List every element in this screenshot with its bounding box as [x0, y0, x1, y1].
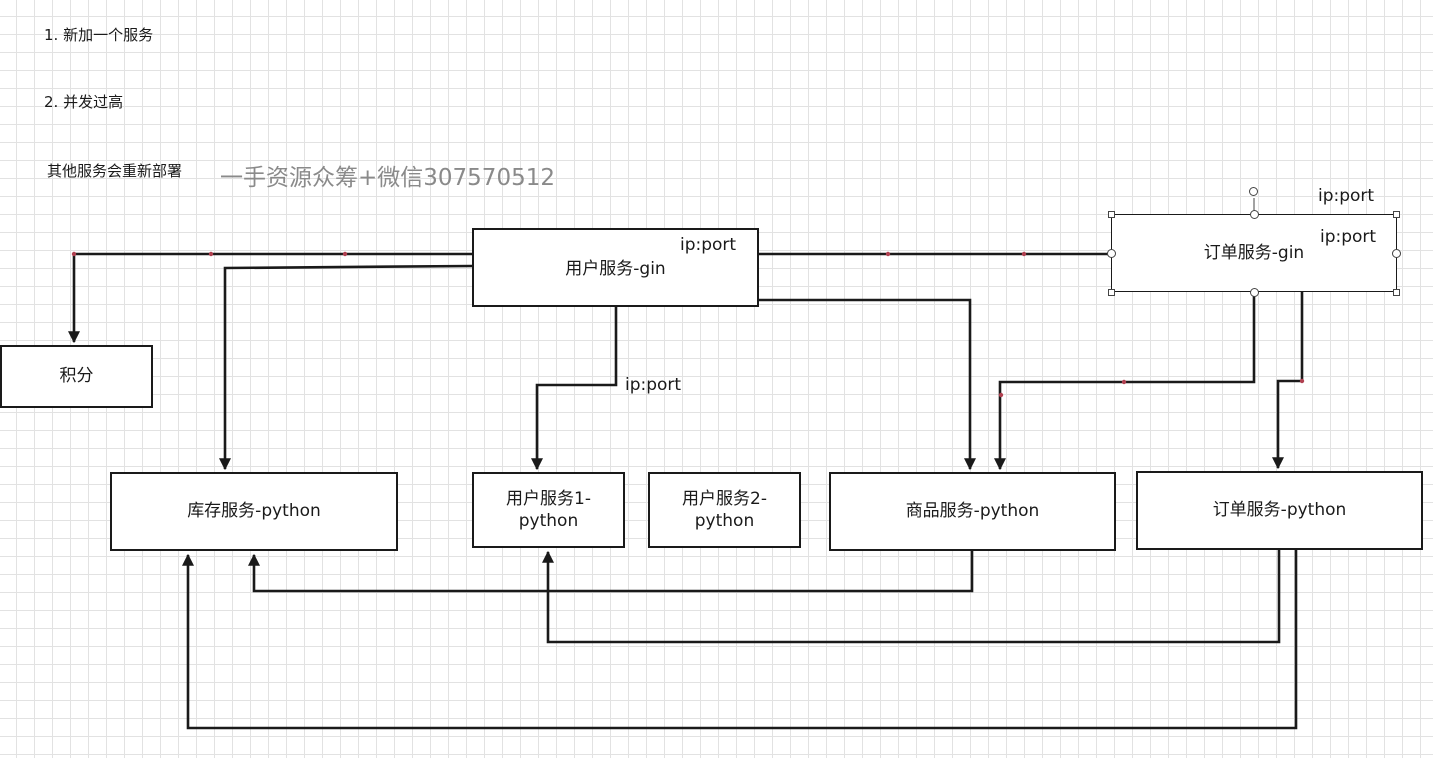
resize-handle-ne[interactable]	[1393, 211, 1400, 218]
edge-order-python-to-user1[interactable]	[542, 550, 1281, 644]
node-label: 商品服务-python	[905, 501, 1040, 522]
node-label: 库存服务-python	[187, 501, 321, 522]
node-label: 用户服务-gin	[565, 259, 666, 280]
node-label: 积分	[59, 366, 94, 387]
edge-label-ipport[interactable]: ip:port	[1318, 186, 1375, 206]
node-label: 用户服务2-python	[682, 488, 767, 531]
note-high-concurrency[interactable]: 2. 并发过高	[44, 93, 124, 111]
node-inventory-python[interactable]: 库存服务-python	[110, 472, 398, 551]
connect-handle-left[interactable]	[1107, 249, 1116, 258]
waypoint-dot	[998, 392, 1004, 398]
waypoint-dot	[71, 251, 77, 257]
node-points[interactable]: 积分	[0, 345, 153, 408]
waypoint-dot	[1299, 378, 1305, 384]
node-user2-python[interactable]: 用户服务2-python	[648, 472, 801, 548]
edge-user-gin-to-inventory[interactable]	[219, 264, 473, 471]
edge-order-gin-to-order-python[interactable]	[1272, 292, 1304, 470]
node-label: 订单服务-gin	[1203, 242, 1305, 263]
node-label: 用户服务1-python	[506, 488, 591, 531]
node-goods-python[interactable]: 商品服务-python	[829, 472, 1116, 551]
node-label: 订单服务-python	[1212, 500, 1347, 521]
connect-handle-top[interactable]	[1250, 210, 1259, 219]
resize-handle-nw[interactable]	[1108, 211, 1115, 218]
note-new-service[interactable]: 1. 新加一个服务	[44, 26, 154, 44]
resize-handle-sw[interactable]	[1108, 289, 1115, 296]
edge-user-gin-to-user1[interactable]	[531, 306, 618, 471]
rotate-handle[interactable]	[1249, 187, 1258, 196]
waypoint-dot	[1021, 251, 1027, 257]
watermark-text: 一手资源众筹+微信307570512	[220, 165, 555, 191]
edge-goods-to-inventory[interactable]	[248, 550, 974, 593]
connect-handle-bottom[interactable]	[1250, 288, 1259, 297]
edge-order-python-to-inventory[interactable]	[182, 550, 1298, 730]
waypoint-dot	[342, 251, 348, 257]
edge-user-gin-to-goods[interactable]	[758, 298, 976, 471]
node-user1-python[interactable]: 用户服务1-python	[472, 472, 625, 548]
node-user-service-gin[interactable]: 用户服务-gin	[472, 228, 759, 307]
node-order-python[interactable]: 订单服务-python	[1136, 471, 1423, 550]
waypoint-dot	[885, 251, 891, 257]
node-order-service-gin[interactable]: 订单服务-gin	[1111, 214, 1397, 292]
edge-label-ipport[interactable]: ip:port	[680, 235, 737, 255]
resize-handle-se[interactable]	[1393, 289, 1400, 296]
edge-order-gin-to-goods[interactable]	[994, 292, 1256, 471]
edge-label-ipport[interactable]: ip:port	[1320, 227, 1377, 247]
waypoint-dot	[1121, 379, 1127, 385]
edge-label-ipport[interactable]: ip:port	[625, 375, 682, 395]
note-redeploy[interactable]: 其他服务会重新部署	[47, 162, 183, 180]
connect-handle-right[interactable]	[1392, 249, 1401, 258]
waypoint-dot	[208, 251, 214, 257]
